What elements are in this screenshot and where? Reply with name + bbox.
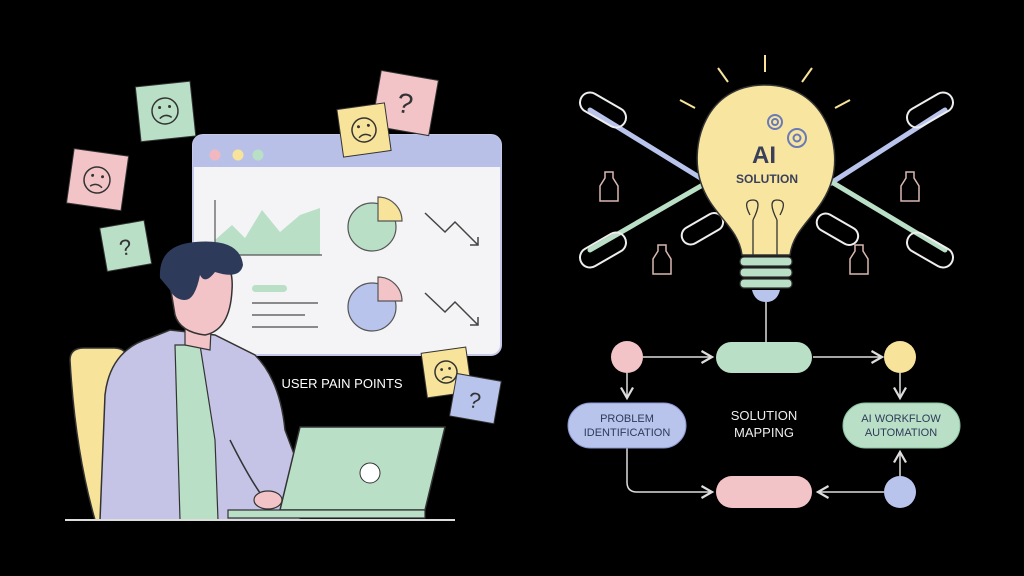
trend-down-icon bbox=[424, 292, 479, 326]
sticky-note-sad bbox=[65, 147, 130, 212]
flow-diagram: PROBLEM IDENTIFICATION SOLUTION MAPPING … bbox=[567, 341, 961, 508]
flow-node-pink-pill bbox=[716, 476, 812, 508]
svg-text:IDENTIFICATION: IDENTIFICATION bbox=[584, 427, 671, 439]
sticky-note-question: ? bbox=[370, 69, 440, 137]
user-pain-points-caption: USER PAIN POINTS bbox=[281, 376, 402, 391]
window-dot-red bbox=[209, 149, 221, 161]
sticky-note-question: ? bbox=[99, 219, 153, 273]
broken-chains bbox=[579, 91, 954, 275]
bulb-subtitle: SOLUTION bbox=[736, 172, 798, 186]
svg-text:PROBLEM: PROBLEM bbox=[600, 413, 654, 425]
lightbulb: AI SOLUTION bbox=[679, 55, 851, 342]
sticky-note-sad bbox=[134, 80, 197, 143]
svg-text:SOLUTION: SOLUTION bbox=[731, 408, 797, 423]
text-lines-icon bbox=[252, 285, 318, 328]
flow-node-pink bbox=[611, 341, 643, 373]
question-mark-icon: ? bbox=[466, 387, 482, 414]
flow-node-blue bbox=[884, 476, 916, 508]
person-at-laptop bbox=[65, 241, 455, 521]
window-dot-yellow bbox=[232, 149, 244, 161]
sticky-note-sad bbox=[336, 102, 392, 158]
svg-text:MAPPING: MAPPING bbox=[734, 425, 794, 440]
question-mark-icon: ? bbox=[117, 234, 133, 261]
solution-mapping-label: SOLUTION MAPPING bbox=[731, 408, 797, 440]
trend-down-icon bbox=[424, 212, 479, 246]
flow-node-green-pill bbox=[716, 342, 812, 373]
ai-workflow-automation-node: AI WORKFLOW AUTOMATION bbox=[842, 402, 961, 449]
laptop-logo bbox=[359, 462, 381, 484]
light-rays bbox=[679, 55, 851, 109]
svg-text:AUTOMATION: AUTOMATION bbox=[865, 427, 937, 439]
pie-chart-icon bbox=[347, 276, 403, 332]
window-dot-green bbox=[252, 149, 264, 161]
bulb-base bbox=[739, 256, 793, 289]
sticky-note-question: ? bbox=[448, 372, 502, 425]
gear-icon bbox=[767, 114, 807, 148]
question-mark-icon: ? bbox=[395, 87, 416, 120]
hair bbox=[159, 241, 243, 300]
bulb-title: AI bbox=[752, 142, 776, 169]
browser-window bbox=[192, 134, 502, 356]
pie-chart-icon bbox=[347, 196, 403, 252]
svg-text:AI WORKFLOW: AI WORKFLOW bbox=[861, 413, 941, 425]
flow-node-yellow bbox=[884, 341, 916, 373]
problem-identification-node: PROBLEM IDENTIFICATION bbox=[567, 402, 687, 449]
shackle-icons bbox=[599, 171, 920, 275]
